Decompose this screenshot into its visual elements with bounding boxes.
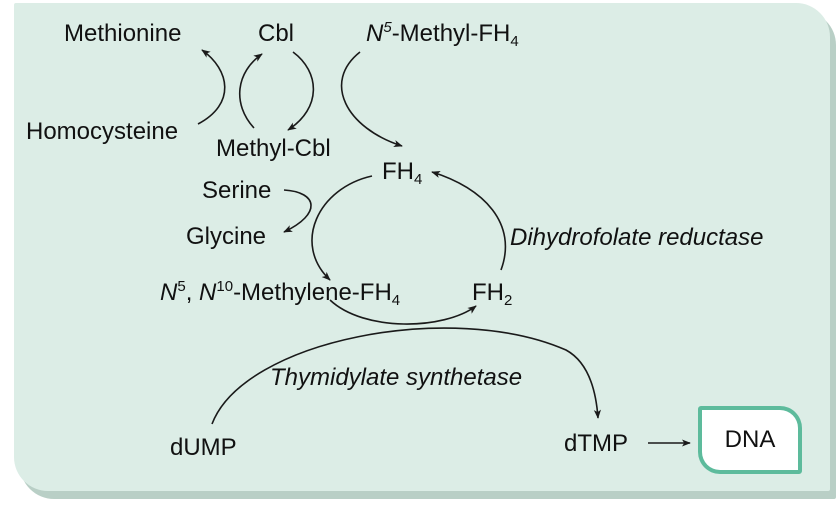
dtmp-label: dTMP xyxy=(564,430,629,457)
arrow-homocysteine-to-methionine xyxy=(197,49,226,125)
arrow-dump-to-dtmp xyxy=(211,327,602,425)
arrow-serine-to-glycine xyxy=(283,189,312,233)
fh2-label: FH2 xyxy=(472,279,513,309)
serine-label: Serine xyxy=(202,177,272,204)
arrow-fh4-to-methylene xyxy=(311,175,373,281)
dna-box: DNA xyxy=(698,406,802,474)
dihydrofolate-reductase-label: Dihydrofolate reductase xyxy=(510,224,764,251)
arrow-methylcbl-to-cbl xyxy=(239,53,263,129)
diagram-panel xyxy=(14,3,830,491)
dump-label: dUMP xyxy=(170,434,237,461)
arrow-methylene-to-fh2 xyxy=(329,299,477,325)
thymidylate-synthetase-label: Thymidylate synthetase xyxy=(270,364,523,391)
glycine-label: Glycine xyxy=(186,223,267,250)
dna-label: DNA xyxy=(724,426,776,453)
arrow-cbl-to-methylcbl xyxy=(287,51,315,131)
fh4-label: FH4 xyxy=(382,158,423,188)
arrow-n5methylfh4-to-fh4 xyxy=(340,51,403,147)
n5-methyl-fh4-label: N5-Methyl-FH4 xyxy=(366,19,519,50)
methionine-label: Methionine xyxy=(64,20,182,47)
methyl-cbl-label: Methyl-Cbl xyxy=(216,135,331,162)
homocysteine-label: Homocysteine xyxy=(26,118,179,145)
cbl-label: Cbl xyxy=(258,20,295,47)
n5-n10-methylene-fh4-label: N5, N10-Methylene-FH4 xyxy=(160,278,401,309)
arrow-fh2-to-fh4 xyxy=(431,170,507,271)
